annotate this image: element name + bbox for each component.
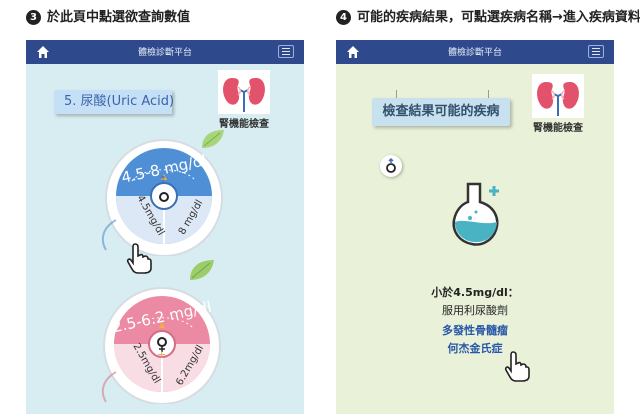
home-icon[interactable] bbox=[36, 45, 50, 59]
male-range-dial[interactable]: 4.5-8 mg/dl 4.5mg/dl 8 mg/dl ↑ bbox=[104, 136, 224, 256]
step-text: 可能的疾病結果，可點選疾病名稱→進入疾病資料 bbox=[357, 10, 640, 25]
app-title: 體檢診斷平台 bbox=[137, 48, 192, 58]
kidney-badge: 腎機能檢查 bbox=[526, 74, 590, 138]
swipe-arc-icon bbox=[101, 371, 117, 403]
result-condition: 小於4.5mg/dl： bbox=[431, 286, 519, 299]
pointer-hand-icon bbox=[504, 351, 530, 382]
kidney-label: 腎機能檢查 bbox=[219, 119, 269, 130]
test-label: 5. 尿酸(Uric Acid) bbox=[54, 90, 174, 114]
app-bar: 體檢診斷平台 bbox=[336, 40, 614, 64]
step-3-caption: 3 於此頁中點選欲查詢數值 bbox=[26, 6, 190, 25]
hanger-string bbox=[396, 90, 397, 100]
disease-link[interactable]: 多發性骨髓瘤 bbox=[442, 324, 508, 337]
kidney-icon bbox=[532, 74, 584, 118]
flask-icon bbox=[452, 182, 499, 246]
step-number: 3 bbox=[26, 10, 41, 25]
pointer-hand-icon bbox=[126, 243, 152, 274]
step-4-caption: 4 可能的疾病結果，可點選疾病名稱→進入疾病資料 bbox=[336, 6, 640, 25]
results-banner: 檢查結果可能的疾病 bbox=[372, 98, 510, 126]
app-title: 體檢診斷平台 bbox=[447, 48, 502, 58]
disease-link[interactable]: 何杰金氏症 bbox=[447, 342, 503, 355]
male-icon bbox=[386, 157, 396, 173]
screen-possible-diseases: 體檢診斷平台 檢查結果可能的疾病 腎機能檢查 小於4.5mg/dl： 服用利尿酸… bbox=[336, 40, 614, 414]
gender-toggle-button[interactable] bbox=[380, 155, 402, 177]
home-icon[interactable] bbox=[346, 45, 360, 59]
kidney-badge: 腎機能檢查 bbox=[212, 70, 276, 134]
cause-item: 服用利尿酸劑 bbox=[442, 304, 508, 317]
kidney-icon bbox=[218, 70, 270, 114]
female-icon: + bbox=[157, 348, 167, 361]
female-range-dial[interactable]: 2.5-6.2 mg/dl 2.5mg/dl 6.2mg/dl + bbox=[102, 284, 222, 404]
menu-icon[interactable] bbox=[588, 45, 604, 58]
hanger-string bbox=[488, 90, 489, 100]
swipe-arc-icon bbox=[101, 219, 117, 251]
menu-icon[interactable] bbox=[278, 45, 294, 58]
app-bar: 體檢診斷平台 bbox=[26, 40, 304, 64]
kidney-label: 腎機能檢查 bbox=[533, 123, 583, 134]
male-icon: ↑ bbox=[159, 175, 168, 186]
leaf-decoration bbox=[190, 260, 214, 280]
step-number: 4 bbox=[336, 10, 351, 25]
screen-uric-acid: 體檢診斷平台 5. 尿酸(Uric Acid) 腎機能檢查 4.5-8 mg/d… bbox=[26, 40, 304, 414]
leaf-decoration bbox=[202, 130, 224, 148]
step-text: 於此頁中點選欲查詢數值 bbox=[47, 10, 191, 25]
